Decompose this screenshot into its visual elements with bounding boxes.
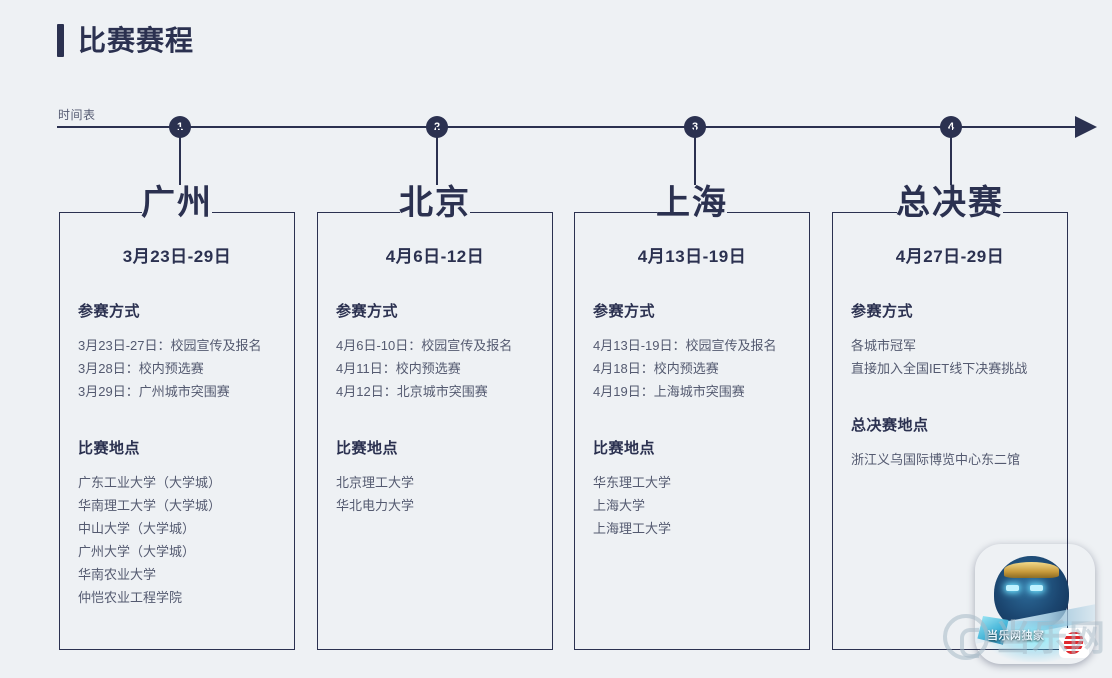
section-line: 仲恺农业工程学院 [78, 590, 183, 605]
netease-logo [1059, 628, 1089, 658]
card-section: 参赛方式 3月23日-27日：校园宣传及报名 3月28日：校内预选赛 3月29日：广州… [78, 300, 276, 403]
character-eye-left [1006, 584, 1020, 591]
timeline: 时间表 1234 [0, 100, 1112, 210]
section-line: 4月18日：校内预选赛 [593, 361, 719, 376]
card-section: 参赛方式 4月6日-10日：校园宣传及报名 4月11日：校内预选赛 4月12日：北京城… [336, 300, 534, 403]
section-line: 上海理工大学 [593, 521, 672, 536]
section-line: 3月29日：广州城市突围赛 [78, 384, 230, 399]
card-top-border-left [318, 212, 400, 213]
card-top-border-right [1003, 212, 1067, 213]
schedule-card: 广州 3月23日-29日参赛方式 3月23日-27日：校园宣传及报名 3月28日：校内… [59, 184, 295, 650]
section-line: 3月28日：校内预选赛 [78, 361, 204, 376]
card-body: 参赛方式 3月23日-27日：校园宣传及报名 3月28日：校内预选赛 3月29日：广州… [60, 300, 294, 609]
card-section: 参赛方式 4月13日-19日：校园宣传及报名 4月18日：校内预选赛 4月19日：上海… [593, 300, 791, 403]
section-line: 各城市冠军 [851, 338, 917, 353]
card-section: 参赛方式各城市冠军直接加入全国IET线下决赛挑战 [851, 300, 1049, 380]
section-heading: 参赛方式 [593, 303, 656, 320]
section-line: 4月11日：校内预选赛 [336, 361, 461, 376]
section-line: 上海大学 [593, 498, 646, 513]
section-line: 4月13日-19日：校园宣传及报名 [593, 338, 777, 353]
card-date-range: 4月27日-29日 [895, 247, 1005, 266]
section-heading: 参赛方式 [851, 303, 914, 320]
section-line: 广东工业大学（大学城） [78, 475, 222, 490]
card-section: 总决赛地点浙江义乌国际博览中心东二馆 [851, 414, 1049, 471]
section-line: 华东理工大学 [593, 475, 672, 490]
section-line: 广州大学（大学城） [78, 544, 196, 559]
header-accent-bar [57, 24, 64, 57]
card-body: 参赛方式各城市冠军直接加入全国IET线下决赛挑战总决赛地点浙江义乌国际博览中心东… [833, 300, 1067, 471]
section-heading: 比赛地点 [593, 440, 656, 457]
timeline-stem [179, 127, 181, 185]
timeline-stem [950, 127, 952, 185]
card-date-range: 4月13日-19日 [637, 247, 747, 266]
section-line: 华南理工大学（大学城） [78, 498, 222, 513]
card-top-border-right [212, 212, 294, 213]
card-body: 参赛方式 4月6日-10日：校园宣传及报名 4月11日：校内预选赛 4月12日：北京城… [318, 300, 552, 517]
section-line: 直接加入全国IET线下决赛挑战 [851, 361, 1028, 376]
card-date-range: 4月6日-12日 [385, 247, 485, 266]
character-eye-right [1030, 584, 1044, 591]
timeline-axis [57, 126, 1080, 128]
section-line: 3月23日-27日：校园宣传及报名 [78, 338, 262, 353]
game-app-icon[interactable]: 当乐网独家 [975, 544, 1095, 664]
section-line: 华北电力大学 [336, 498, 415, 513]
schedule-card: 北京 4月6日-12日参赛方式 4月6日-10日：校园宣传及报名 4月11日：校内预选… [317, 184, 553, 650]
card-top-border-left [60, 212, 142, 213]
card-date-range: 3月23日-29日 [122, 247, 232, 266]
card-body: 参赛方式 4月13日-19日：校园宣传及报名 4月18日：校内预选赛 4月19日：上海… [575, 300, 809, 540]
section-line: 4月19日：上海城市突围赛 [593, 384, 745, 399]
card-top-border-left [833, 212, 897, 213]
section-line: 中山大学（大学城） [78, 521, 196, 536]
card-section: 比赛地点北京理工大学华北电力大学 [336, 437, 534, 517]
timeline-stem [694, 127, 696, 185]
timeline-label: 时间表 [58, 108, 96, 122]
page-title: 比赛赛程 [78, 24, 195, 56]
card-section: 比赛地点广东工业大学（大学城） 华南理工大学（大学城） 中山大学（大学城） 广州大学（… [78, 437, 276, 609]
game-icon-caption: 当乐网独家 [987, 630, 1045, 642]
section-line: 浙江义乌国际博览中心东二馆 [851, 452, 1021, 467]
section-heading: 参赛方式 [78, 303, 141, 320]
card-section: 比赛地点华东理工大学上海大学上海理工大学 [593, 437, 791, 540]
card-title: 上海 [656, 184, 728, 222]
section-heading: 比赛地点 [78, 440, 141, 457]
arrow-right-icon [1075, 116, 1097, 138]
section-heading: 比赛地点 [336, 440, 399, 457]
page-header: 比赛赛程 [57, 24, 194, 57]
card-title: 总决赛 [896, 184, 1004, 222]
card-title: 广州 [141, 184, 213, 222]
section-line: 华南农业大学 [78, 567, 157, 582]
crown-icon [1003, 562, 1059, 578]
card-top-border-left [575, 212, 657, 213]
section-line: 4月12日：北京城市突围赛 [336, 384, 488, 399]
section-heading: 参赛方式 [336, 303, 399, 320]
section-line: 4月6日-10日：校园宣传及报名 [336, 338, 513, 353]
card-top-border-right [727, 212, 809, 213]
timeline-stem [436, 127, 438, 185]
card-top-border-right [470, 212, 552, 213]
schedule-card: 上海 4月13日-19日参赛方式 4月13日-19日：校园宣传及报名 4月18日：校内… [574, 184, 810, 650]
card-title: 北京 [399, 184, 471, 222]
section-line: 北京理工大学 [336, 475, 415, 490]
section-heading: 总决赛地点 [851, 417, 929, 434]
